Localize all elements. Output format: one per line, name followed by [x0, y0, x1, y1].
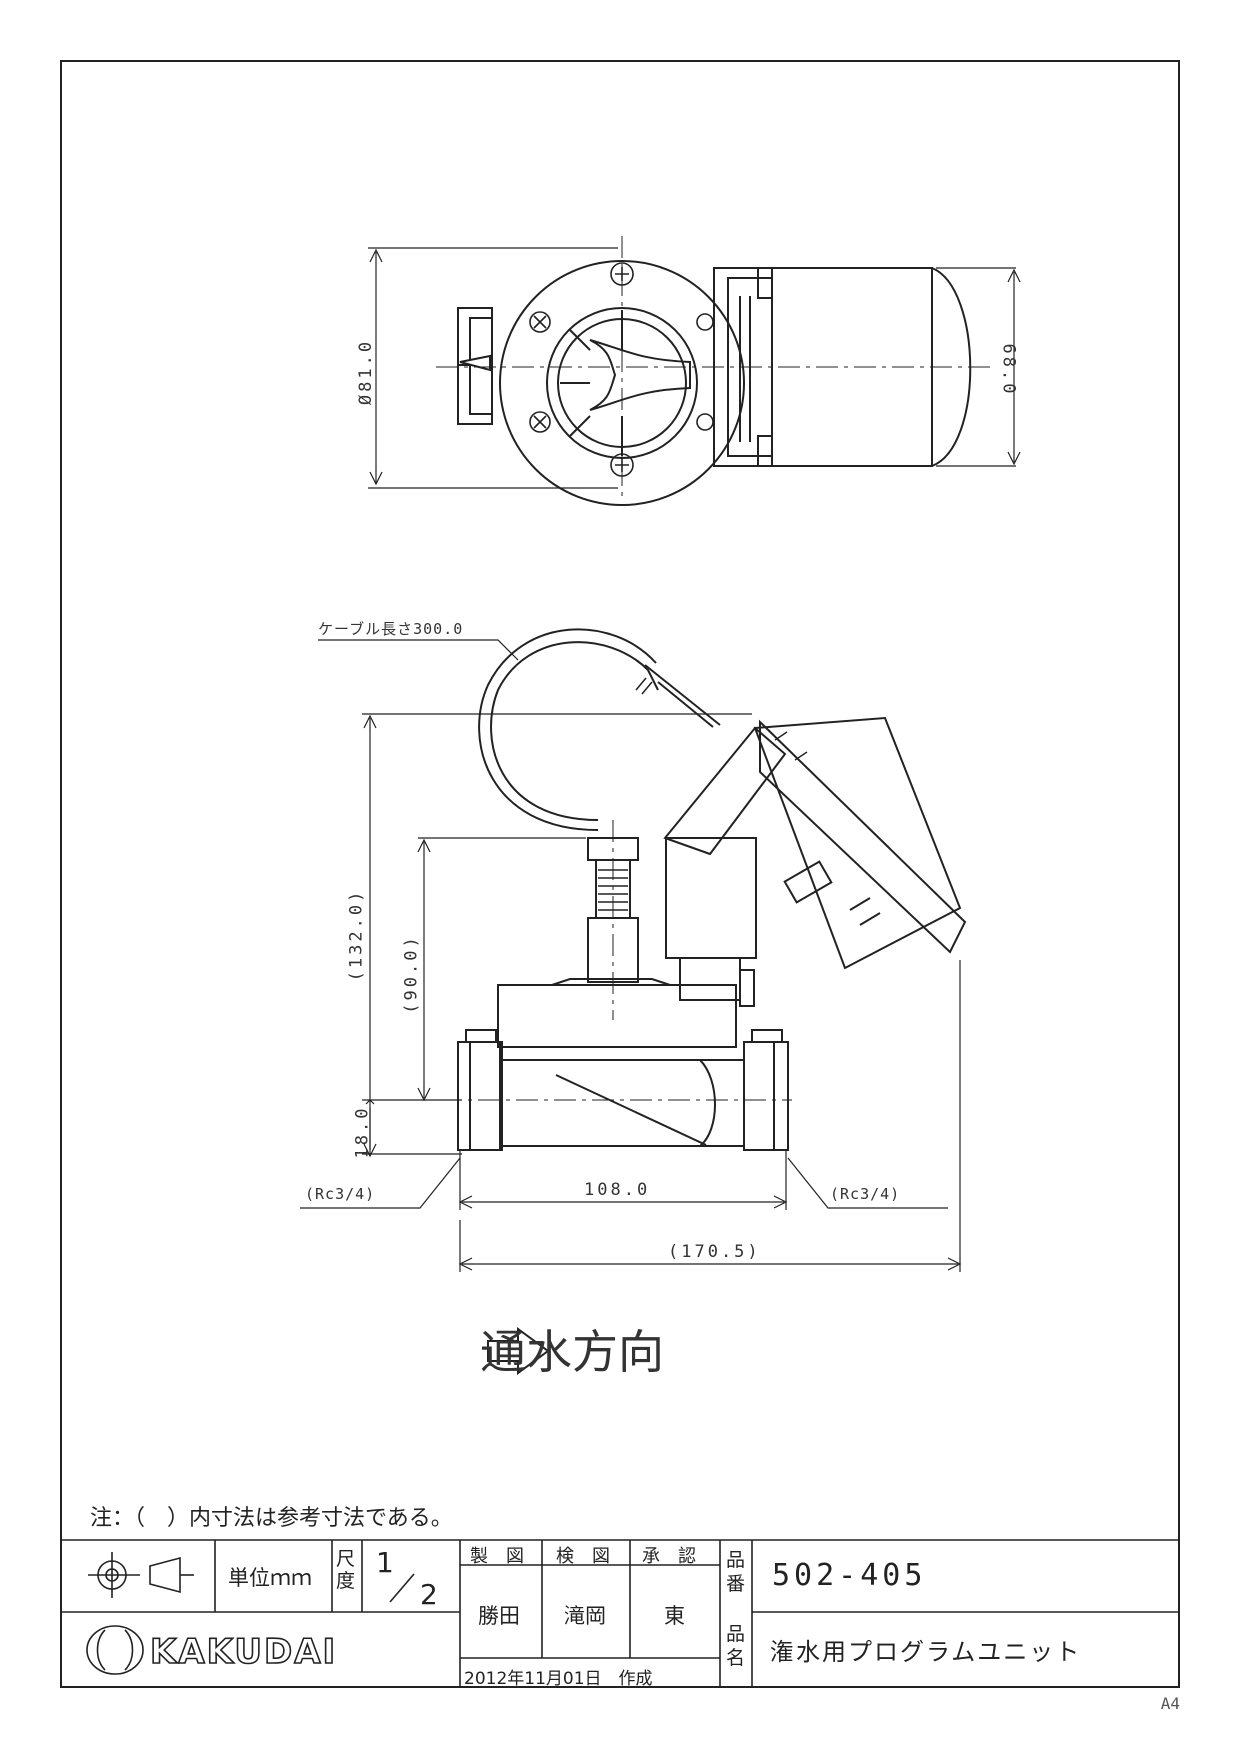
part-number: 502-405: [772, 1558, 927, 1593]
part-name-label: 品名: [726, 1623, 746, 1669]
dim-height-base: 18.0: [352, 1105, 373, 1159]
flow-arrow-icon: [487, 1327, 550, 1375]
dim-cable: ケーブル長さ300.0: [318, 620, 464, 638]
dim-height-total: (132.0): [346, 888, 367, 982]
dim-thread-left: (Rc3/4): [305, 1185, 376, 1203]
dim-width-body: 108.0: [584, 1180, 651, 1200]
flow-direction-label: 通水方向: [480, 1325, 664, 1379]
creation-date: 2012年11月01日 作成: [464, 1669, 653, 1689]
brand-logo: KAKUDAI: [149, 1631, 338, 1673]
dimension-note: 注：（ ）内寸法は参考寸法である。: [90, 1506, 453, 1531]
scale-denominator: 2: [420, 1578, 438, 1611]
scale-numerator: 1: [376, 1546, 394, 1579]
dim-thread-right: (Rc3/4): [830, 1185, 901, 1203]
side-view: [300, 628, 967, 1272]
unit-label: 単位ｍｍ: [228, 1566, 312, 1590]
approved-header: 承 認: [642, 1546, 696, 1567]
drawn-header: 製 図: [470, 1546, 524, 1567]
checked-by: 滝岡: [564, 1604, 606, 1628]
top-view: [368, 236, 1021, 506]
drawing-frame: [60, 60, 1180, 1688]
paper-size: A4: [1160, 1694, 1180, 1713]
drawn-by: 勝田: [478, 1604, 520, 1628]
dim-width-total: (170.5): [668, 1242, 761, 1262]
dim-height-valve: (90.0): [401, 934, 422, 1014]
title-block: [60, 1539, 1180, 1688]
scale-label: 尺度: [336, 1548, 356, 1592]
dim-top-height: 68.0: [998, 343, 1019, 397]
approved-by: 東: [664, 1604, 685, 1628]
checked-header: 検 図: [556, 1546, 610, 1567]
dim-diameter: Ø81.0: [356, 338, 377, 406]
part-name: 潅水用プログラムユニット: [770, 1638, 1082, 1666]
part-no-label: 品番: [726, 1549, 746, 1595]
